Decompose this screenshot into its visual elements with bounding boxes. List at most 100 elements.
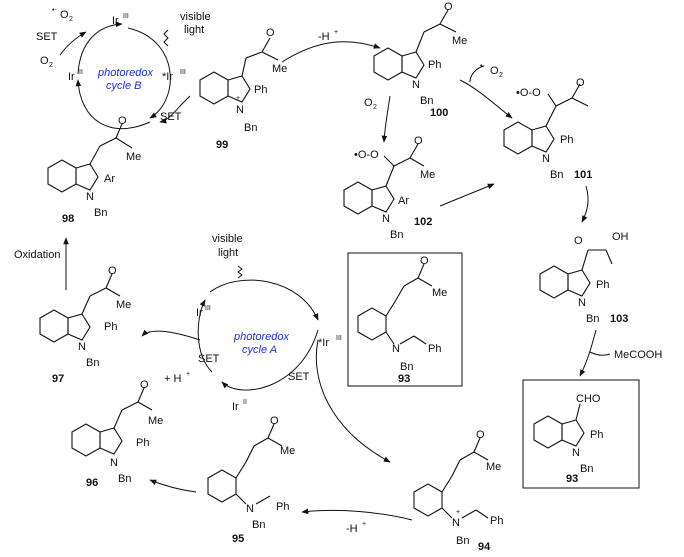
arrow-95-96 [149,479,197,493]
ir3-top-label: Ir [112,15,119,27]
set-a-right: SET [288,371,310,383]
c99-number: 99 [216,139,228,151]
arrow-102-101 [439,183,495,207]
c99-o: O [266,27,275,39]
visible-light-b: visible [180,11,211,23]
c93-product-bn: Bn [580,463,593,475]
c93-box-number: 93 [398,373,410,385]
minus-h-top: -H [318,31,330,43]
c103-oh: OH [612,231,629,243]
c93-product-ph: Ph [590,429,603,441]
c93-product-number: 93 [566,473,578,485]
minus-o2-right-sup: •- [480,63,485,70]
ir2-b: Ir [68,71,75,83]
c95-n: N [246,503,254,515]
c100-number: 100 [430,107,448,119]
c96-n: N [110,457,118,469]
compound-95: O Me N Ph Bn 95 [207,415,295,545]
c101-peroxyl: •O-O [516,87,541,99]
c96-number: 96 [86,477,98,489]
c95-me: Me [280,445,295,457]
c103-bn: Bn [586,313,599,325]
arrow-101-103 [581,185,589,223]
c103-number: 103 [610,313,628,325]
c101-number: 101 [574,169,592,181]
minus-o2-right-sub: 2 [499,72,503,79]
c94-number: 94 [478,541,491,553]
c93-product-n: N [572,447,580,459]
c94-ph: Ph [490,515,503,527]
c97-me: Me [116,299,131,311]
c95-ph: Ph [276,501,289,513]
arrow-94-95 [301,508,413,521]
c102-bn: Bn [390,229,403,241]
c100-n: N [412,79,420,91]
ir3-a: Ir [196,307,203,319]
c98-ar: Ar [104,173,115,185]
cycle-a: visible light Ir III photoredox cycle A … [141,233,391,463]
c99-n: N [236,104,244,116]
o2-b: O [40,55,49,67]
c101-bn: Bn [550,169,563,181]
mecooh-label: MeCOOH [614,349,662,361]
c102-me: Me [420,169,435,181]
cycle-a-subtitle: cycle A [242,344,277,356]
superoxide-b-sub: 2 [69,16,73,23]
c96-bn: Bn [118,473,131,485]
c100-o: O [444,1,453,13]
ir2-a-sup: II [243,399,247,406]
c98-n: N [86,191,94,203]
compound-96: O Me Ph N Bn 96 [71,379,163,489]
compound-93-product: CHO Ph N Bn 93 [533,393,603,485]
o2-mid: O [364,97,373,109]
c102-peroxyl: •O-O [354,149,379,161]
compound-93-start: O Me N Ph Bn 93 [357,255,447,385]
c94-bn: Bn [456,535,469,547]
c102-n: N [382,213,390,225]
arrow-100-101 [459,79,513,119]
c97-ph: Ph [104,321,117,333]
c97-bn: Bn [86,357,99,369]
compound-101: •O-O O Ph N Bn 101 [503,77,592,181]
c100-bn: Bn [420,95,433,107]
c100-ph: Ph [428,59,441,71]
compound-97: O Me Ph N Bn 97 [39,265,131,385]
c103-ph: Ph [596,279,609,291]
cycle-b-title: photoredox [97,67,154,79]
c97-number: 97 [52,373,64,385]
minus-h-top-sup: + [334,29,338,36]
c94-n: N [452,517,460,529]
c96-ph: Ph [136,437,149,449]
superoxide-b-sup: •- [52,7,57,14]
ir2-a: Ir [232,401,239,413]
c97-o: O [108,265,117,277]
c93-cho: CHO [576,393,601,405]
c101-n: N [542,153,550,165]
cycle-a-title: photoredox [233,331,290,343]
c95-o: O [270,415,279,427]
compound-94: O Me N + Ph Bn 94 [413,429,503,553]
c94-me: Me [486,461,501,473]
superoxide-b: O [60,9,69,21]
minus-h-bottom: -H [346,523,358,535]
c99-plus: + [236,95,240,102]
ir3star-a-sup: III [336,335,342,342]
compound-98: O Me Ar N Bn 98 [47,115,141,225]
c98-bn: Bn [94,207,107,219]
visible-light-b2: light [184,24,204,36]
c99-ph: Ph [254,84,267,96]
set-b-bottom: SET [160,111,182,123]
ir3-top-sup: III [123,13,129,20]
compound-102: •O-O O Me Ar N Bn 102 [343,135,435,241]
compound-100: O Me Ph N Bn 100 [373,1,467,119]
ir3star-b-sup: III [180,69,186,76]
c103-o: O [574,235,583,247]
product-93-box [522,379,640,489]
arrow-release-acid [589,351,611,356]
plus-h-sup: + [186,371,190,378]
compound-103: O OH Ph N Bn 103 [539,231,629,325]
visible-light-a: visible [212,233,243,245]
ir3star-b: *Ir [162,71,173,83]
c93-box-o: O [420,255,429,267]
